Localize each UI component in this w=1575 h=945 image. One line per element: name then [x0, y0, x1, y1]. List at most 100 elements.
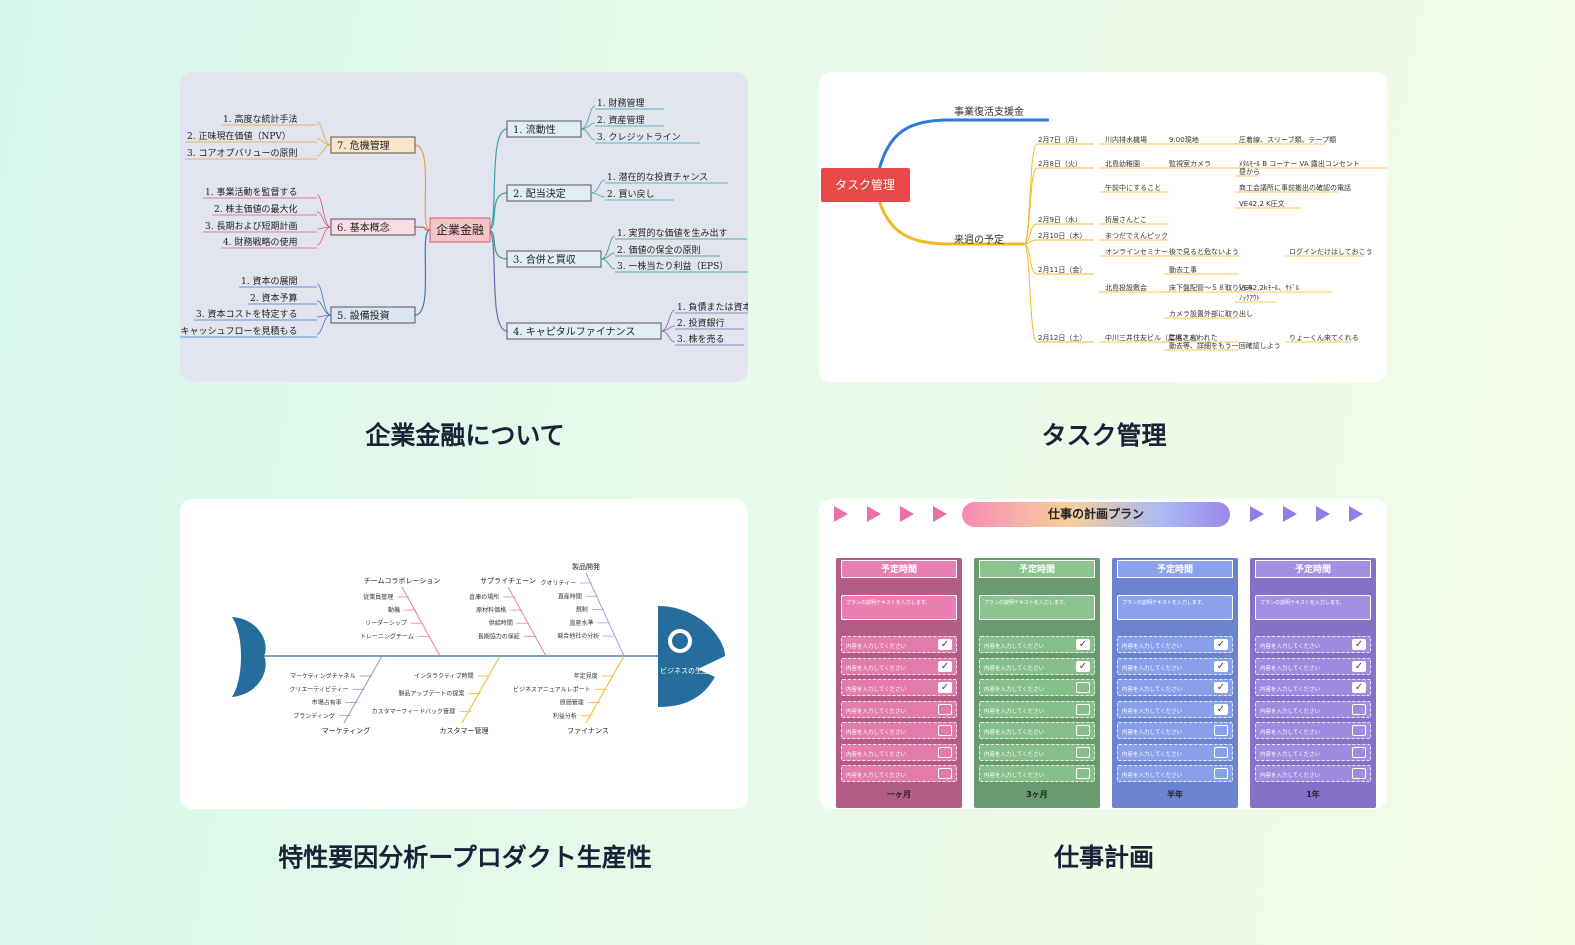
checkbox[interactable]: ✓	[1076, 660, 1090, 672]
checkbox[interactable]: ✓	[1214, 639, 1228, 650]
plan-column-note[interactable]: プランの説明テキストを入力します。	[841, 595, 957, 620]
todo-label: 内容を入力してください	[846, 708, 907, 715]
plan-column-note[interactable]: プランの説明テキストを入力します。	[1117, 595, 1233, 620]
todo-row[interactable]: 内容を入力してください✓	[1117, 679, 1233, 696]
task-item-label: 床下盤配管～５８取り込み	[1169, 283, 1253, 292]
task-item-label: オンラインセミナー	[1105, 248, 1168, 256]
checkbox[interactable]: ✓	[938, 639, 952, 650]
todo-row[interactable]: 内容を入力してください	[1117, 743, 1233, 761]
todo-row[interactable]: 内容を入力してください	[841, 722, 957, 739]
checkbox[interactable]	[938, 703, 952, 715]
finance-item-line	[316, 300, 332, 316]
plan-column-footer: 3ヶ月	[1026, 790, 1048, 799]
work-plan-card[interactable]: 仕事の計画プラン 予定時間プランの説明テキストを入力します。内容を入力してくださ…	[819, 499, 1387, 809]
checkbox[interactable]	[1076, 746, 1090, 758]
checkbox[interactable]	[938, 725, 952, 736]
todo-row[interactable]: 内容を入力してください✓	[1255, 636, 1371, 653]
checkbox[interactable]: ✓	[1214, 660, 1228, 672]
checkbox[interactable]	[1214, 746, 1228, 758]
checkbox[interactable]	[1214, 768, 1228, 779]
checkbox[interactable]	[1214, 725, 1228, 736]
checkbox[interactable]	[1076, 682, 1090, 693]
todo-row[interactable]: 内容を入力してください	[979, 743, 1095, 761]
checkbox[interactable]	[1076, 703, 1090, 715]
checkbox[interactable]: ✓	[1352, 682, 1366, 693]
todo-row[interactable]: 内容を入力してください ✓	[979, 657, 1095, 675]
plan-column-note[interactable]: プランの説明テキストを入力します。	[1255, 595, 1371, 620]
todo-row[interactable]: 内容を入力してください	[1255, 743, 1371, 761]
checkbox[interactable]	[1352, 746, 1366, 758]
todo-row[interactable]: 内容を入力してください✓	[1255, 657, 1371, 675]
fishbone-item-label: インタラクティブ時間	[414, 672, 474, 680]
checkbox[interactable]	[1076, 768, 1090, 779]
finance-item-line	[316, 211, 332, 228]
checkbox[interactable]: ✓	[938, 660, 952, 672]
todo-row[interactable]: 内容を入力してください✓	[1117, 657, 1233, 675]
checkbox[interactable]	[1352, 725, 1366, 736]
checkbox[interactable]: ✓	[1352, 639, 1366, 650]
checkbox[interactable]	[1076, 725, 1090, 736]
finance-card-title[interactable]: 企業金融について	[365, 421, 565, 450]
checkbox[interactable]: ✓	[1352, 660, 1366, 672]
todo-row[interactable]: 内容を入力してください✓	[1255, 679, 1371, 696]
checkbox[interactable]	[1352, 703, 1366, 715]
fishbone-card[interactable]: ビジネスの生産性チームコラボレーション従業員管理動機リーダーシップトレーニングチ…	[180, 499, 748, 809]
task-date-line	[1023, 167, 1094, 245]
todo-row[interactable]: 内容を入力してください✓	[1117, 700, 1233, 718]
task-item-label: 北島投設敷会	[1105, 283, 1147, 292]
checkbox[interactable]: ✓	[938, 682, 952, 693]
task-card-title[interactable]: タスク管理	[1041, 421, 1167, 450]
finance-branch-label: 3. 合併と買収	[513, 253, 576, 266]
fishbone-card-title[interactable]: 特性要因分析ープロダクト生産性	[278, 843, 652, 872]
checkbox[interactable]	[1352, 768, 1366, 779]
task-item-label: VE42,2kﾓｰﾙ、ｻﾄﾞﾙ	[1239, 284, 1300, 292]
todo-row[interactable]: 内容を入力してください	[1117, 765, 1233, 782]
fishbone-item-label: クオリティー	[540, 580, 576, 587]
finance-branch-label: 7. 危機管理	[337, 139, 390, 152]
todo-row[interactable]: 内容を入力してください✓	[841, 636, 957, 653]
todo-row[interactable]: 内容を入力してください	[841, 743, 957, 761]
task-item-label: 北島幼稚園	[1105, 159, 1140, 168]
finance-item-label: 3. 資本コストを特定する	[196, 308, 297, 320]
todo-label: 内容を入力してください	[1260, 773, 1321, 779]
todo-label: 内容を入力してください	[846, 751, 907, 758]
fishbone-item-label: 利益分析	[553, 712, 577, 720]
todo-row[interactable]: 内容を入力してください	[979, 722, 1095, 739]
todo-label: 内容を入力してください	[984, 687, 1045, 693]
checkbox[interactable]: ✓	[1214, 703, 1228, 715]
finance-item-line	[600, 258, 616, 270]
todo-row[interactable]: 内容を入力してください	[979, 765, 1095, 782]
task-item-label: 商工会議所に事前搬出の確認の電話	[1239, 183, 1351, 192]
checkbox[interactable]: ✓	[1076, 639, 1090, 650]
todo-label: 内容を入力してください	[984, 665, 1045, 672]
checkbox[interactable]: ✓	[1214, 682, 1228, 693]
fishbone-item-label: 原価管理	[560, 699, 584, 707]
todo-row[interactable]: 内容を入力してください	[1255, 700, 1371, 718]
todo-row[interactable]: 内容を入力してください	[841, 700, 957, 718]
finance-item-label: 4. キャッシュフローを見積もる	[180, 325, 297, 337]
plan-column-note[interactable]: プランの説明テキストを入力します。	[979, 595, 1095, 620]
todo-row[interactable]: 内容を入力してください	[1255, 722, 1371, 739]
todo-row[interactable]: 内容を入力してください✓	[841, 657, 957, 675]
todo-row[interactable]: 内容を入力してください✓	[841, 679, 957, 696]
todo-row[interactable]: 内容を入力してください	[841, 765, 957, 782]
todo-row[interactable]: 内容を入力してください✓	[1117, 636, 1233, 653]
task-date-label: 2月10日（木）	[1038, 231, 1086, 240]
todo-row[interactable]: 内容を入力してください	[1255, 765, 1371, 782]
finance-item-line	[600, 235, 616, 260]
fishbone-bone	[507, 586, 547, 657]
task-date-line	[1023, 223, 1094, 245]
finance-item-label: 3. クレジットライン	[597, 132, 680, 143]
todo-row[interactable]: 内容を入力してください✓	[979, 636, 1095, 653]
fishbone-diagram: ビジネスの生産性チームコラボレーション従業員管理動機リーダーシップトレーニングチ…	[232, 562, 725, 735]
todo-row[interactable]: 内容を入力してください	[979, 700, 1095, 718]
finance-branch-line	[414, 226, 431, 231]
todo-row[interactable]: 内容を入力してください	[1117, 722, 1233, 739]
checkbox[interactable]	[938, 746, 952, 758]
finance-item-label: 2. 正味現在価値（NPV）	[187, 130, 291, 142]
todo-row[interactable]: 内容を入力してください	[979, 679, 1095, 696]
checkbox[interactable]	[938, 768, 952, 779]
work-plan-card-title[interactable]: 仕事計画	[1053, 843, 1154, 872]
